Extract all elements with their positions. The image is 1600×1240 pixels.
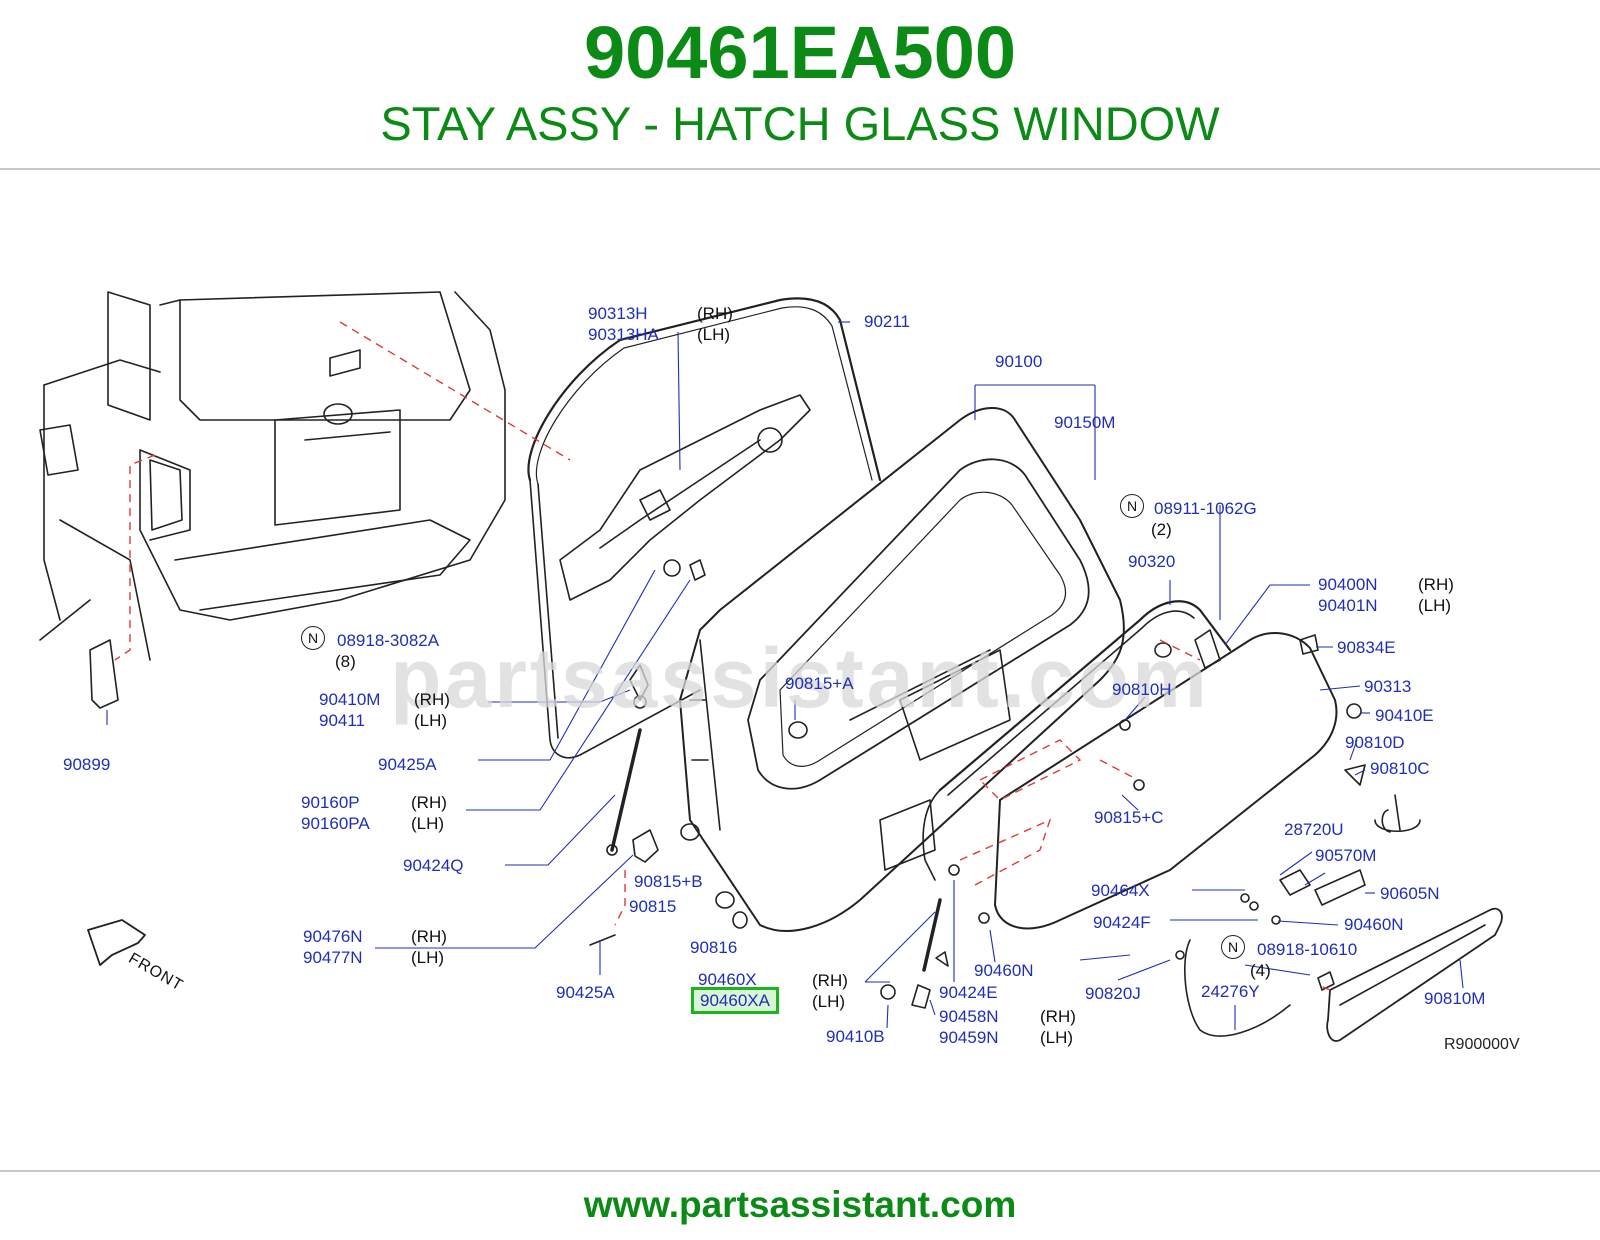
label-90815-A[interactable]: 90815+A [785,674,854,693]
label-08911-qty: (2) [1151,520,1172,539]
label-90460X-side: (RH) [812,971,848,990]
label-90815[interactable]: 90815 [629,897,677,916]
label-90815-B[interactable]: 90815+B [634,872,703,891]
label-90160P-side: (RH) [411,793,447,812]
label-90810C[interactable]: 90810C [1370,759,1430,778]
label-90313HA[interactable]: 90313HA [588,325,659,344]
label-90458N-side: (RH) [1040,1007,1076,1026]
label-90410B[interactable]: 90410B [826,1027,885,1046]
n-badge-08911: N [1120,494,1144,518]
label-90899[interactable]: 90899 [63,755,111,774]
label-90458N[interactable]: 90458N [939,1007,999,1026]
label-90160PA[interactable]: 90160PA [301,814,370,833]
label-90425A-lower[interactable]: 90425A [556,983,615,1002]
label-90460X[interactable]: 90460X [698,970,757,989]
label-90834E[interactable]: 90834E [1337,638,1396,657]
label-90810H[interactable]: 90810H [1112,680,1172,699]
label-08918-3082A[interactable]: 08918-3082A [337,631,440,650]
label-28720U[interactable]: 28720U [1284,820,1344,839]
watermark-text: partsassistant.com [390,631,1210,725]
label-90424Q[interactable]: 90424Q [403,856,464,875]
wire-harness-24276Y [1184,939,1291,1037]
n-badge-08918-10610: N [1221,935,1245,959]
label-90605N[interactable]: 90605N [1380,884,1440,903]
backdoor-window-opening [747,458,1090,790]
label-90320[interactable]: 90320 [1128,552,1176,571]
label-90477N-side: (LH) [411,948,445,967]
gas-stay-90424Q [610,728,642,852]
label-90460N-lower[interactable]: 90460N [974,961,1034,980]
footer-website-link[interactable]: www.partsassistant.com [583,1184,1017,1225]
label-90411[interactable]: 90411 [319,711,366,730]
label-90160PA-side: (LH) [411,814,445,833]
weatherstrip-90211 [527,297,882,482]
label-90410E[interactable]: 90410E [1375,706,1434,725]
label-90460N-right[interactable]: 90460N [1344,915,1404,934]
label-90810M[interactable]: 90810M [1424,989,1486,1008]
lock-mechanism-90313H [559,394,811,601]
label-90464X[interactable]: 90464X [1091,881,1150,900]
label-90410M-side: (RH) [414,690,450,709]
label-90476N-side: (RH) [411,927,447,946]
vehicle-rear-illustration [39,291,506,661]
label-90459N[interactable]: 90459N [939,1028,999,1047]
spoiler-90810M [1326,907,1503,1042]
label-90150M[interactable]: 90150M [1054,413,1116,432]
label-90815-C[interactable]: 90815+C [1094,808,1164,827]
gas-stay-90460X [922,898,942,972]
label-90313H[interactable]: 90313H [588,304,648,323]
part-number-title: 90461EA500 [583,11,1017,94]
footer-divider [0,1170,1600,1172]
label-90820J[interactable]: 90820J [1085,984,1141,1003]
label-90313H-side: (RH) [697,304,733,323]
label-90476N[interactable]: 90476N [303,927,363,946]
diagram-reference-code: R900000V [1444,1036,1520,1053]
label-90424F[interactable]: 90424F [1093,913,1151,932]
label-24276Y[interactable]: 24276Y [1201,982,1260,1001]
front-arrow-icon [87,919,146,966]
label-90410M[interactable]: 90410M [319,690,381,709]
label-90460XA-highlighted[interactable]: 90460XA [691,987,779,1014]
label-90411-side: (LH) [414,711,448,730]
label-90313HA-side: (LH) [697,325,731,344]
part-description: STAY ASSY - HATCH GLASS WINDOW [380,97,1220,150]
label-90400N-side: (RH) [1418,575,1454,594]
part-90899-shape [89,639,119,709]
backdoor-panel-90100 [679,407,1125,932]
n-badge-08918-3082A: N [301,626,325,650]
label-90810D[interactable]: 90810D [1345,733,1405,752]
label-08918-3082A-qty: (8) [335,652,356,671]
label-90477N[interactable]: 90477N [303,948,363,967]
label-90400N[interactable]: 90400N [1318,575,1378,594]
label-90459N-side: (LH) [1040,1028,1074,1047]
label-90100[interactable]: 90100 [995,352,1043,371]
label-90211[interactable]: 90211 [864,312,911,331]
label-90460XA-side: (LH) [812,992,846,1011]
label-90425A-upper[interactable]: 90425A [378,755,437,774]
label-90570M[interactable]: 90570M [1315,846,1377,865]
label-90401N[interactable]: 90401N [1318,596,1378,615]
label-90313[interactable]: 90313 [1364,677,1412,696]
label-90424E[interactable]: 90424E [939,983,998,1002]
page-header: 90461EA500 STAY ASSY - HATCH GLASS WINDO… [0,0,1600,170]
label-90816[interactable]: 90816 [690,938,738,957]
label-90160P[interactable]: 90160P [301,793,360,812]
label-08918-10610-qty: (4) [1250,961,1271,980]
header-divider [0,168,1600,170]
label-90401N-side: (LH) [1418,596,1452,615]
hatch-glass-90313 [994,632,1338,930]
label-08918-10610[interactable]: 08918-10610 [1257,940,1358,959]
glass-seal-90320 [938,600,1232,792]
label-08911-1062G[interactable]: 08911-1062G [1154,499,1257,518]
